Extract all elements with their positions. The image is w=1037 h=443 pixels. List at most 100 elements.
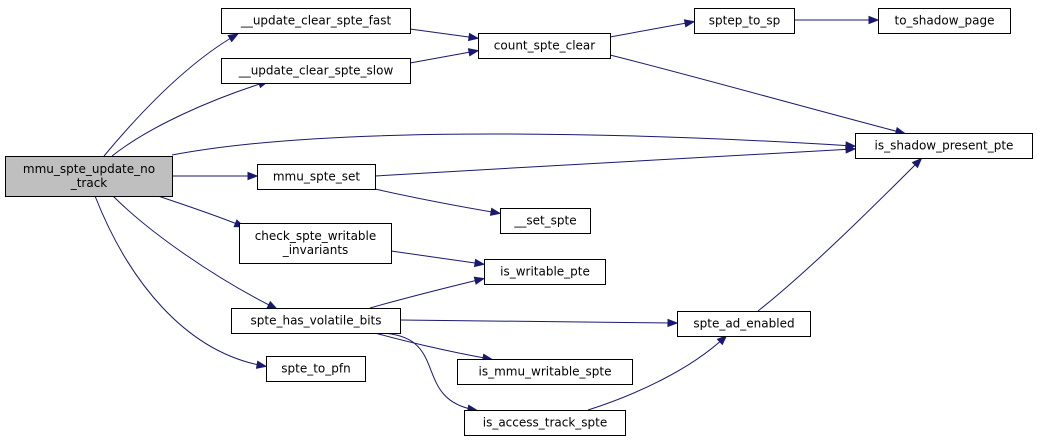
nodes-layer: mmu_spte_update_no_track __update_clear_s… (5, 8, 1033, 436)
edge-line (609, 21, 693, 38)
edge-line (112, 195, 276, 309)
arrowhead (467, 32, 480, 42)
edge-root-to-check_spte_writable (157, 195, 246, 228)
node-count-spte-clear[interactable]: count_spte_clear (478, 33, 611, 59)
node-to-shadow-page[interactable]: to_shadow_page (878, 8, 1011, 34)
edge-line (374, 332, 491, 360)
node-label: __set_spte (513, 214, 576, 228)
node-spte-has-volatile-bits[interactable]: spte_has_volatile_bits (231, 308, 401, 334)
arrowhead (473, 258, 486, 268)
edge-check_spte_writable-to-is_writable_pte (390, 250, 486, 268)
arrowhead (667, 318, 679, 328)
node-box (221, 8, 411, 34)
arrowhead (473, 276, 486, 285)
node-label: is_access_track_spte (483, 416, 608, 430)
node-label: count_spte_clear (494, 39, 595, 53)
node-box (464, 410, 626, 436)
node-is-shadow-present-pte[interactable]: is_shadow_present_pte (855, 133, 1033, 159)
edge-root-to-spte_to_pfn (94, 195, 268, 369)
arrowhead (227, 33, 239, 43)
edge-line (94, 195, 265, 367)
arrowhead (868, 15, 880, 25)
arrowhead (489, 207, 502, 216)
edge-line (374, 148, 854, 177)
node-label: mmu_spte_set (273, 170, 361, 184)
node-box (500, 208, 591, 234)
node-box (5, 156, 173, 197)
node-box (257, 164, 376, 190)
node-label: sptep_to_sp (709, 14, 781, 28)
edge-line (369, 278, 483, 309)
edge-update_clear_fast-to-count_spte_clear (409, 28, 480, 42)
arrowhead (683, 19, 696, 28)
node-sptep-to-sp[interactable]: sptep_to_sp (694, 8, 795, 34)
node-label: spte_has_volatile_bits (251, 314, 382, 328)
node-label: is_shadow_present_pte (875, 139, 1014, 153)
edge-line (369, 332, 476, 411)
node-box (694, 8, 795, 34)
edge-spte_has_volatile_bits-to-is_mmu_writable_spte (374, 332, 494, 362)
node-box (221, 58, 411, 84)
edge-line (409, 50, 477, 64)
node-label: to_shadow_page (894, 14, 994, 28)
edge-line (390, 250, 483, 265)
edge-sptep_to_sp-to-to_shadow_page (794, 15, 880, 25)
node-spte-to-pfn[interactable]: spte_to_pfn (266, 356, 366, 382)
node-root[interactable]: mmu_spte_update_no_track (5, 156, 173, 197)
arrowhead (716, 334, 728, 346)
node-box (457, 359, 633, 385)
arrowhead (467, 48, 480, 57)
arrowhead (266, 300, 279, 310)
node-label: _invariants (282, 243, 349, 257)
edge-count_spte_clear-to-is_shadow_present_pte (609, 54, 907, 136)
edge-mmu_spte_set-to-set_spte (374, 188, 502, 216)
edge-count_spte_clear-to-sptep_to_sp (609, 19, 696, 38)
node-label: _track (70, 176, 108, 190)
node-label: __update_clear_spte_slow (238, 64, 394, 78)
node-is-mmu-writable-spte[interactable]: is_mmu_writable_spte (457, 359, 633, 385)
edge-line (757, 159, 921, 312)
arrowhead (255, 360, 268, 369)
edge-line (609, 54, 904, 134)
arrowhead (247, 171, 259, 181)
node-box (484, 259, 606, 285)
edge-line (157, 195, 243, 227)
edge-update_clear_slow-to-count_spte_clear (409, 48, 480, 64)
edge-line (399, 319, 676, 324)
edge-line (171, 133, 854, 156)
edge-root-to-is_shadow_present_pte (171, 133, 857, 156)
edge-is_access_track_spte-to-spte_ad_enabled (587, 334, 728, 411)
node-box (878, 8, 1011, 34)
edge-root-to-update_clear_fast (103, 33, 239, 157)
node-box (478, 33, 611, 59)
node-label: is_writable_pte (500, 265, 590, 279)
node-box (231, 308, 401, 334)
node-spte-ad-enabled[interactable]: spte_ad_enabled (677, 311, 811, 337)
edge-line (374, 188, 499, 214)
node-label: check_spte_writable (255, 229, 377, 243)
node-label: spte_ad_enabled (693, 317, 794, 331)
edge-line (587, 336, 726, 411)
edge-spte_has_volatile_bits-to-is_writable_pte (369, 276, 486, 309)
edge-line (111, 81, 267, 157)
node-label: is_mmu_writable_spte (478, 365, 611, 379)
node-is-writable-pte[interactable]: is_writable_pte (484, 259, 606, 285)
node-box (677, 311, 811, 337)
edge-spte_ad_enabled-to-is_shadow_present_pte (757, 157, 923, 312)
edge-line (103, 34, 237, 157)
node-label: spte_to_pfn (281, 362, 350, 376)
edge-line (409, 28, 477, 39)
edge-mmu_spte_set-to-is_shadow_present_pte (374, 145, 857, 177)
node-mmu-spte-set[interactable]: mmu_spte_set (257, 164, 376, 190)
node-update-clear-fast[interactable]: __update_clear_spte_fast (221, 8, 411, 34)
node-set-spte[interactable]: __set_spte (500, 208, 591, 234)
edge-spte_has_volatile_bits-to-spte_ad_enabled (399, 318, 679, 328)
node-is-access-track-spte[interactable]: is_access_track_spte (464, 410, 626, 436)
node-check-spte-writable[interactable]: check_spte_writable_invariants (239, 223, 392, 264)
edge-root-to-mmu_spte_set (172, 171, 259, 181)
node-update-clear-slow[interactable]: __update_clear_spte_slow (221, 58, 411, 84)
node-label: mmu_spte_update_no (23, 162, 155, 176)
node-box (855, 133, 1033, 159)
node-box (239, 223, 392, 264)
